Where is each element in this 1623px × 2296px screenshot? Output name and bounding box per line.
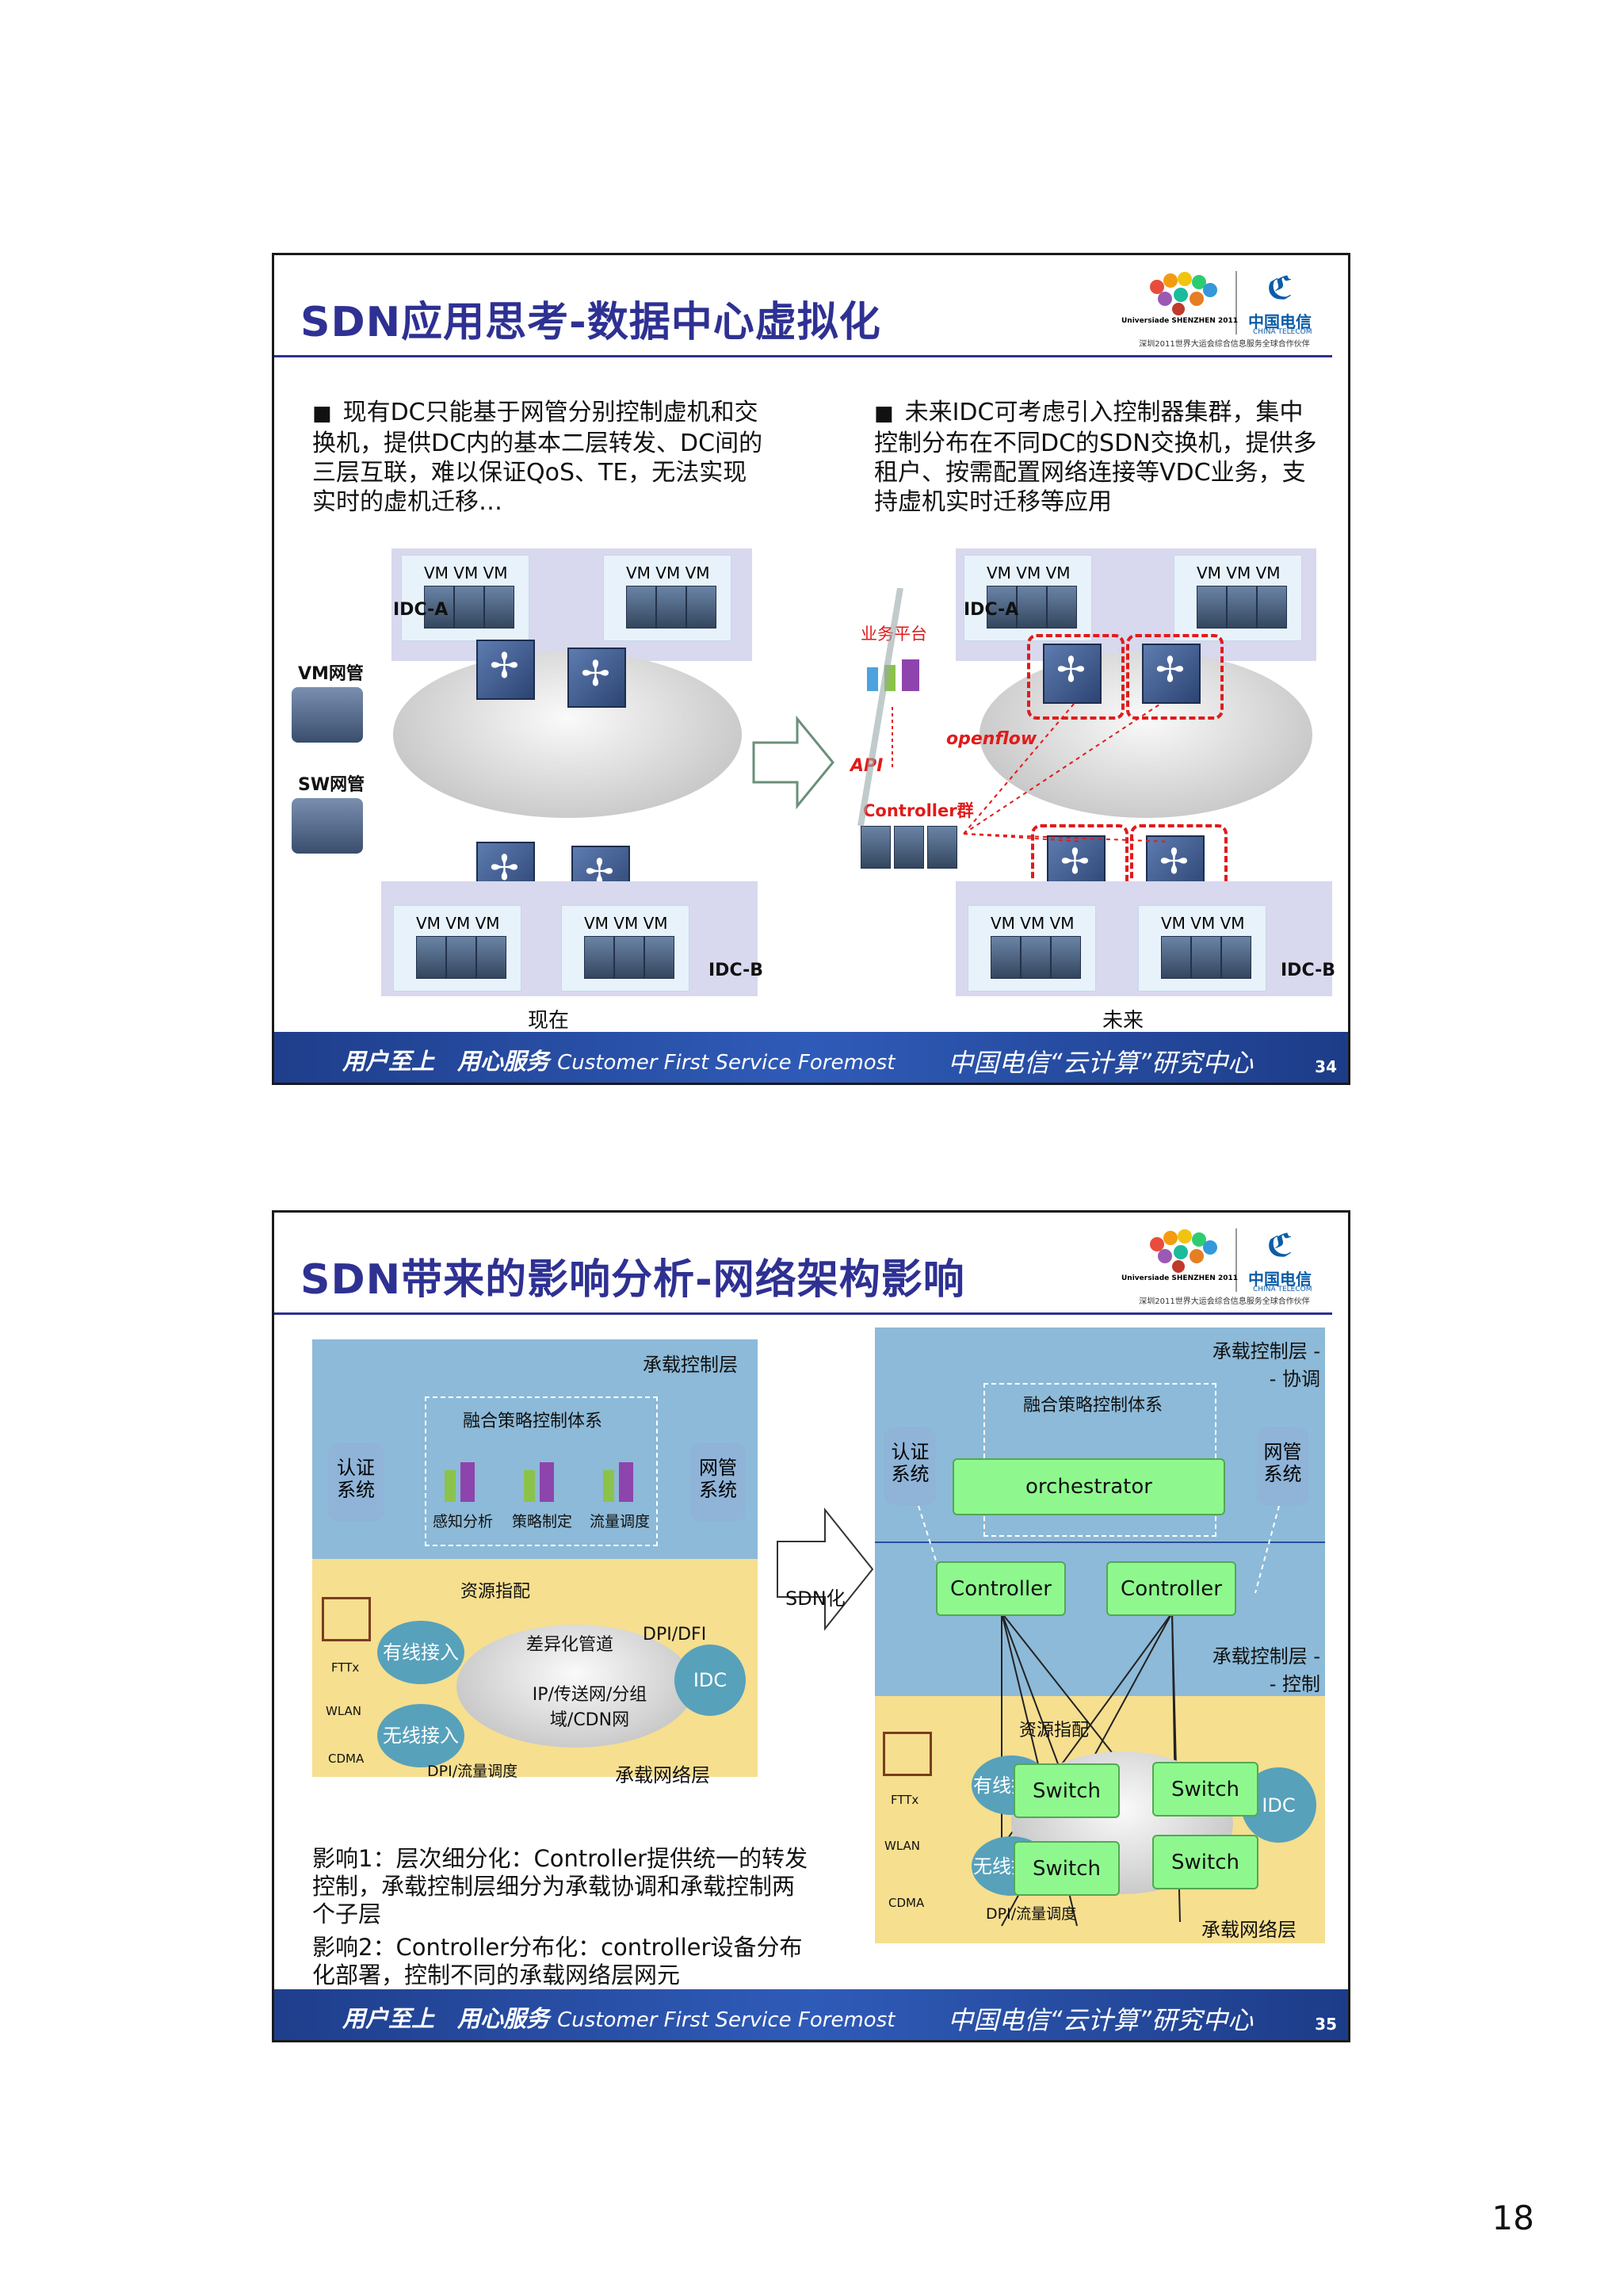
ctrl-layer-panel — [875, 1541, 1325, 1698]
idc-a-label: IDC-A — [964, 600, 1019, 620]
switch-icon — [567, 648, 626, 708]
vm-group: VM VM VM — [401, 555, 529, 641]
controller-cluster-icon — [861, 826, 964, 869]
policy-server-icons — [437, 1458, 643, 1502]
vm-group: VM VM VM — [964, 555, 1092, 641]
openflow-label: openflow — [946, 729, 1037, 749]
idc-b-label: IDC-B — [708, 961, 763, 980]
now-caption: 现在 — [528, 1009, 570, 1033]
switch-icon — [1043, 644, 1102, 704]
sw-mgmt-label: SW网管 — [298, 775, 365, 795]
nms-cylinder: 网管系统 — [1257, 1427, 1308, 1506]
house-icon — [322, 1597, 371, 1641]
impact-2-text: 影响2：Controller分布化：controller设备分布化部署，控制不同… — [312, 1934, 803, 1988]
arrow-right-icon — [752, 715, 834, 810]
universiade-logo-icon: ℭ — [1150, 1228, 1293, 1292]
slide-number: 34 — [1315, 1057, 1337, 1076]
page-number: 18 — [1491, 2199, 1534, 2237]
switch-icon — [1142, 644, 1201, 704]
network-cloud — [456, 1625, 694, 1748]
controller-box: Controller — [1106, 1561, 1236, 1616]
server-icon — [292, 687, 363, 743]
svg-text:ℭ: ℭ — [1267, 1228, 1293, 1264]
slide-34: SDN应用思考-数据中心虚拟化 ℭ Universiade SHENZHEN 2… — [272, 253, 1350, 1085]
switch-box: Switch — [1152, 1762, 1258, 1817]
control-layer-panel — [312, 1339, 758, 1559]
idc-b-label: IDC-B — [1281, 961, 1335, 980]
impact-1-text: 影响1：层次细分化：Controller提供统一的转发控制，承载控制层细分为承载… — [312, 1845, 808, 1927]
controller-group-label: Controller群 — [863, 801, 974, 820]
policy-system-box — [425, 1396, 658, 1546]
logo: ℭ Universiade SHENZHEN 2011 中国电信 CHINA T… — [1121, 263, 1327, 350]
bullet-left: ■现有DC只能基于网管分别控制虚机和交换机，提供DC内的基本二层转发、DC间的三… — [312, 399, 763, 516]
vm-mgmt-label: VM网管 — [298, 664, 364, 684]
wired-access: 有线接入 — [377, 1621, 464, 1684]
title-divider — [274, 355, 1332, 357]
vm-group: VM VM VM — [561, 905, 689, 991]
orchestrator-box: orchestrator — [953, 1458, 1225, 1515]
slide-35: SDN带来的影响分析-网络架构影响 ℭ Universiade SHENZHEN… — [272, 1210, 1350, 2042]
sdn-arrow-label: SDN化 — [785, 1587, 846, 1610]
auth-system-cylinder: 认证系统 — [328, 1442, 384, 1522]
wireless-access: 无线接入 — [377, 1704, 464, 1767]
house-icon — [883, 1732, 932, 1776]
sdn-switch-highlight — [1126, 634, 1224, 720]
vm-group: VM VM VM — [603, 555, 731, 641]
bullet-right: ■未来IDC可考虑引入控制器集群，集中控制分布在不同DC的SDN交换机，提供多租… — [874, 399, 1317, 516]
auth-system-cylinder: 认证系统 — [884, 1427, 936, 1506]
vm-group: VM VM VM — [393, 905, 521, 991]
vm-group: VM VM VM — [1138, 905, 1266, 991]
switch-box: Switch — [1152, 1835, 1258, 1889]
openflow-links — [857, 588, 1170, 842]
controller-box: Controller — [936, 1561, 1066, 1616]
svg-text:ℭ: ℭ — [1267, 270, 1293, 307]
vm-group: VM VM VM — [1174, 555, 1302, 641]
universiade-logo-icon: ℭ — [1150, 270, 1293, 334]
slide-title: SDN应用思考-数据中心虚拟化 — [300, 299, 881, 346]
switch-box: Switch — [1014, 1841, 1120, 1896]
slide-number: 35 — [1315, 2015, 1337, 2034]
idc-a-label: IDC-A — [393, 600, 449, 620]
nms-cylinder: 网管系统 — [690, 1442, 746, 1522]
logo: ℭ Universiade SHENZHEN 2011 中国电信 CHINA T… — [1121, 1221, 1327, 1308]
switch-icon — [476, 640, 535, 700]
footer-bar: 用户至上 用心服务 Customer First Service Foremos… — [274, 1032, 1348, 1083]
arrow-right-icon — [777, 1507, 874, 1631]
slide-title: SDN带来的影响分析-网络架构影响 — [300, 1256, 965, 1304]
idc-node: IDC — [674, 1645, 746, 1716]
future-caption: 未来 — [1102, 1009, 1144, 1033]
switch-box: Switch — [1014, 1763, 1120, 1818]
sdn-switch-highlight — [1027, 634, 1125, 720]
vm-group: VM VM VM — [968, 905, 1096, 991]
server-icon — [292, 798, 363, 854]
footer-bar: 用户至上 用心服务 Customer First Service Foremos… — [274, 1989, 1348, 2040]
title-divider — [274, 1312, 1332, 1315]
